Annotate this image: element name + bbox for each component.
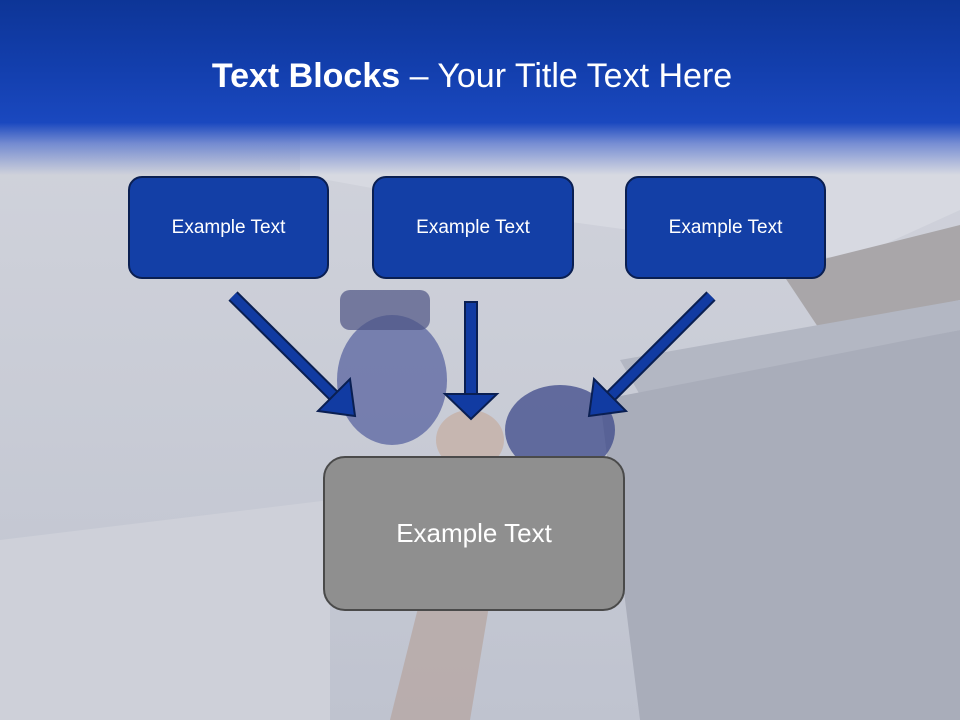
arm (390, 600, 490, 720)
ceiling-shadow (600, 330, 960, 720)
text-block-right: Example Text (625, 176, 826, 279)
hand (436, 410, 504, 470)
drill-body (337, 315, 447, 445)
text-block-left: Example Text (128, 176, 329, 279)
text-block-center: Example Text (372, 176, 574, 279)
arrow-left (228, 291, 357, 418)
title-bold-part: Text Blocks (211, 57, 401, 95)
title-rest-part: – Your Title Text Here (400, 57, 733, 95)
wall-plane (0, 500, 330, 720)
arrow-center (442, 301, 500, 421)
header-band (0, 0, 960, 175)
metal-track (620, 300, 960, 395)
drill-head (505, 385, 615, 475)
arrow-right (587, 291, 716, 418)
drill-chuck (340, 290, 430, 330)
wood-beam (780, 225, 960, 330)
target-text-block: Example Text (323, 456, 625, 611)
slide-title: Text Blocks – Your Title Text Here (0, 54, 944, 98)
